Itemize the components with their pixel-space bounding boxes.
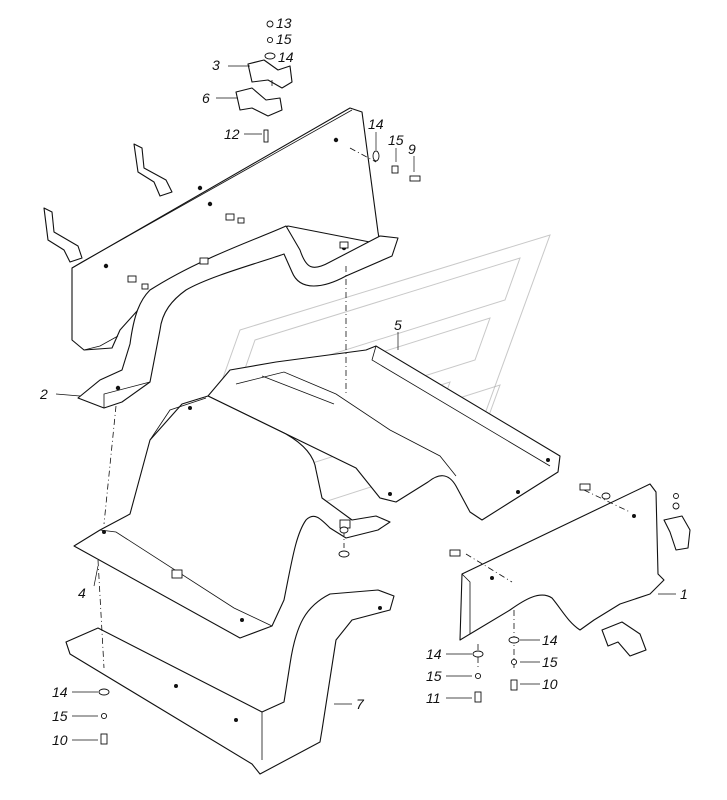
- label-dashes: [72, 639, 540, 741]
- callout-14: 14: [426, 646, 442, 662]
- callout-15: 15: [52, 708, 68, 724]
- callout-6: 6: [202, 90, 210, 106]
- callout-14: 14: [542, 632, 558, 648]
- part-2-rear-shield: [43, 59, 399, 409]
- callout-11: 11: [426, 690, 441, 706]
- part-5-tunnel-cover: [207, 345, 561, 521]
- bolt-13-top: [266, 20, 274, 28]
- callout-2: 2: [39, 386, 48, 402]
- callout-5: 5: [394, 317, 402, 333]
- callout-10: 10: [52, 732, 68, 748]
- leader-lines: [55, 65, 676, 705]
- callout-14: 14: [278, 49, 294, 65]
- callout-13: 13: [276, 15, 292, 31]
- callout-4: 4: [78, 585, 86, 601]
- callout-15: 15: [542, 654, 558, 670]
- callout-15: 15: [426, 668, 442, 684]
- callout-14: 14: [368, 116, 384, 132]
- hardware: [98, 20, 611, 745]
- part-1-side-cover: [459, 483, 691, 657]
- callout-15: 15: [388, 132, 404, 148]
- callout-7: 7: [356, 696, 365, 712]
- part-7-bottom-cover: [65, 589, 395, 775]
- callout-3: 3: [212, 57, 220, 73]
- callout-1: 1: [680, 586, 688, 602]
- callout-15: 15: [276, 31, 292, 47]
- part-4-large-cover: [73, 395, 391, 639]
- callout-14: 14: [52, 684, 68, 700]
- callout-10: 10: [542, 676, 558, 692]
- assembly-centerlines: [97, 80, 631, 669]
- callout-12: 12: [224, 126, 240, 142]
- callout-labels: 13 15 14 3 6 12 14 15 9 2 5 4 7 1 14 15 …: [39, 15, 688, 748]
- callout-9: 9: [408, 141, 416, 157]
